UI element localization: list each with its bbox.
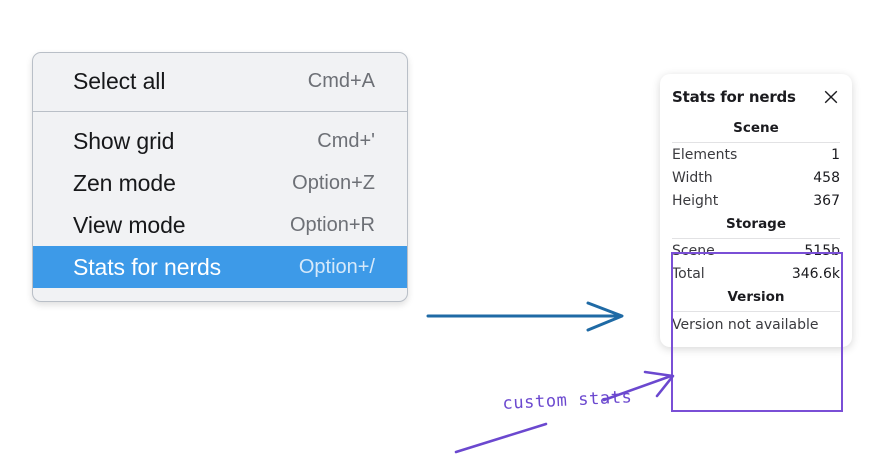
stat-key: Height (672, 193, 719, 209)
context-menu[interactable]: Select all Cmd+A Show grid Cmd+' Zen mod… (32, 52, 408, 302)
stat-row-total-storage: Total 346.6k (670, 262, 842, 285)
annotation-label-custom-stats: custom stats (502, 387, 633, 414)
menu-item-view-mode[interactable]: View mode Option+R (33, 204, 407, 246)
panel-header: Stats for nerds (670, 88, 842, 106)
blue-arrow-icon (426, 301, 624, 332)
stats-for-nerds-panel: Stats for nerds Scene Elements 1 Width 4… (660, 74, 852, 347)
stat-row-scene-storage: Scene 515b (670, 239, 842, 262)
section-heading-version: Version (672, 285, 840, 312)
close-icon[interactable] (822, 88, 840, 106)
menu-item-label: View mode (73, 211, 186, 238)
menu-group-view: Show grid Cmd+' Zen mode Option+Z View m… (33, 112, 407, 301)
panel-title: Stats for nerds (672, 88, 796, 106)
menu-item-label: Select all (73, 67, 166, 94)
stat-row-height: Height 367 (670, 189, 842, 212)
menu-item-shortcut: Option+/ (298, 255, 375, 278)
menu-item-zen-mode[interactable]: Zen mode Option+Z (33, 162, 407, 204)
stat-value: 1 (831, 147, 840, 163)
stat-key: Total (672, 266, 705, 282)
purple-underline-stroke (454, 422, 548, 454)
stat-row-width: Width 458 (670, 166, 842, 189)
section-heading-scene: Scene (672, 116, 840, 143)
menu-item-stats-for-nerds[interactable]: Stats for nerds Option+/ (33, 246, 407, 288)
menu-item-shortcut: Option+Z (292, 171, 375, 194)
stat-value: 346.6k (791, 266, 840, 282)
stat-value: 515b (804, 243, 840, 259)
menu-item-shortcut: Cmd+A (307, 69, 375, 92)
stat-key: Scene (672, 243, 715, 259)
menu-item-shortcut: Cmd+' (317, 129, 375, 152)
menu-item-show-grid[interactable]: Show grid Cmd+' (33, 120, 407, 162)
stat-row-elements: Elements 1 (670, 143, 842, 166)
menu-item-select-all[interactable]: Select all Cmd+A (33, 60, 407, 102)
menu-item-shortcut: Option+R (289, 213, 375, 236)
stat-key: Elements (672, 147, 738, 163)
menu-item-label: Show grid (73, 127, 175, 154)
stat-value: 458 (813, 170, 840, 186)
stat-key: Width (672, 170, 713, 186)
version-note: Version not available (672, 317, 819, 333)
menu-item-label: Stats for nerds (73, 253, 222, 280)
section-heading-storage: Storage (672, 212, 840, 239)
menu-group-primary: Select all Cmd+A (33, 53, 407, 112)
stat-value: 367 (813, 193, 840, 209)
menu-item-label: Zen mode (73, 169, 176, 196)
